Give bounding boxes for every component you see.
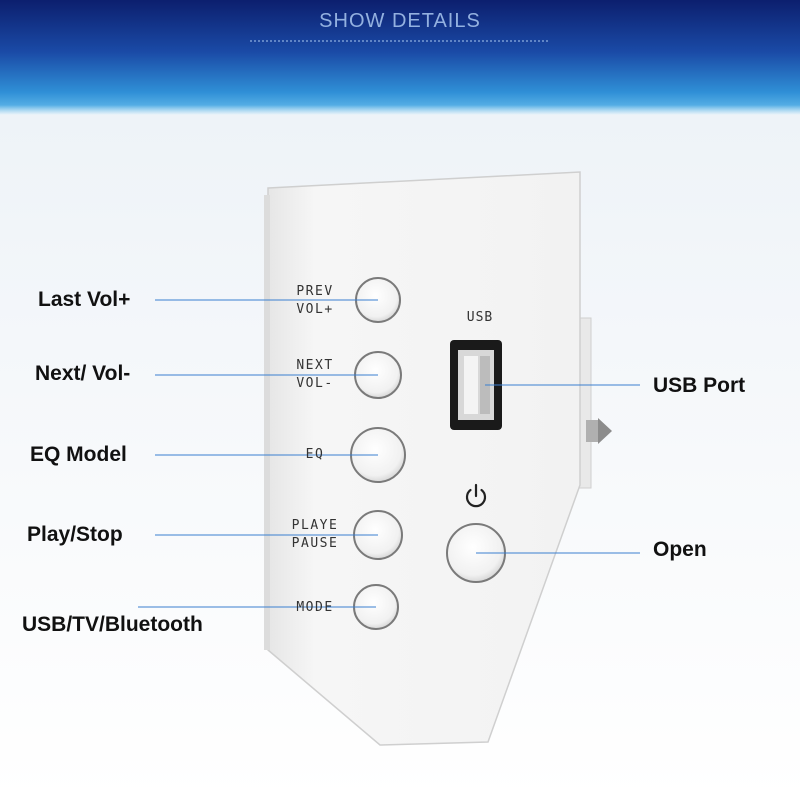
banner: SHOW DETAILS (0, 0, 800, 115)
callout-last-vol: Last Vol+ (38, 288, 131, 311)
prev-vol-label: PREV VOL+ (275, 283, 355, 319)
play-pause-label: PLAYE PAUSE (275, 517, 355, 553)
mode-label: MODE (275, 599, 355, 617)
vol-up-label: VOL+ (296, 302, 334, 317)
vol-down-label: VOL- (296, 376, 334, 391)
mode-text: MODE (296, 600, 334, 615)
playe-label: PLAYE (291, 518, 339, 533)
pause-label: PAUSE (291, 536, 339, 551)
callout-play-stop: Play/Stop (27, 523, 123, 546)
banner-decoration (250, 40, 550, 42)
device-edge (264, 195, 270, 650)
power-icon (465, 483, 487, 508)
callout-usb-port: USB Port (653, 374, 746, 397)
leader-lines (138, 299, 640, 608)
eq-text: EQ (305, 447, 325, 462)
callout-usb-tv-bluetooth: USB/TV/Bluetooth (22, 613, 203, 636)
next-vol-label: NEXT VOL- (275, 357, 355, 393)
eq-label: EQ (275, 446, 355, 464)
callout-eq-model: EQ Model (30, 443, 127, 466)
banner-title: SHOW DETAILS (319, 10, 481, 32)
callout-open: Open (653, 538, 707, 561)
prev-label: PREV (296, 284, 334, 299)
next-label: NEXT (296, 358, 334, 373)
antenna-knob (586, 418, 612, 444)
callout-next-vol: Next/ Vol- (35, 362, 131, 385)
usb-label: USB (466, 310, 494, 325)
